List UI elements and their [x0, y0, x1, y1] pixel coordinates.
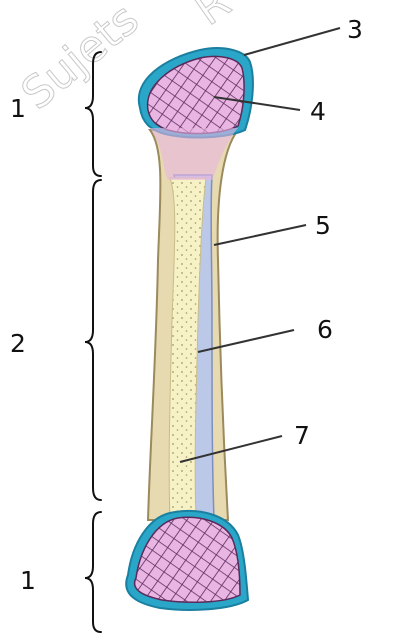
part-label-3: 3	[347, 15, 363, 44]
brace-middle	[85, 180, 101, 500]
part-labels: 3 4 5 6 7	[294, 15, 363, 450]
region-label-epiphysis-top: 1	[10, 94, 26, 123]
pointer-5	[214, 225, 306, 245]
part-label-5: 5	[315, 211, 331, 240]
part-label-7: 7	[294, 421, 310, 450]
watermark-left-text: Sujets	[12, 0, 148, 120]
part-label-4: 4	[310, 97, 326, 126]
pointer-3	[244, 28, 340, 55]
region-labels: 1 2 1	[10, 94, 36, 595]
region-label-diaphysis: 2	[10, 329, 26, 358]
long-bone	[126, 48, 253, 610]
watermark-right-text: R	[186, 0, 240, 36]
brace-bottom	[85, 512, 101, 632]
region-label-epiphysis-bottom: 1	[20, 566, 36, 595]
part-label-6: 6	[317, 315, 333, 344]
region-braces	[85, 52, 101, 632]
